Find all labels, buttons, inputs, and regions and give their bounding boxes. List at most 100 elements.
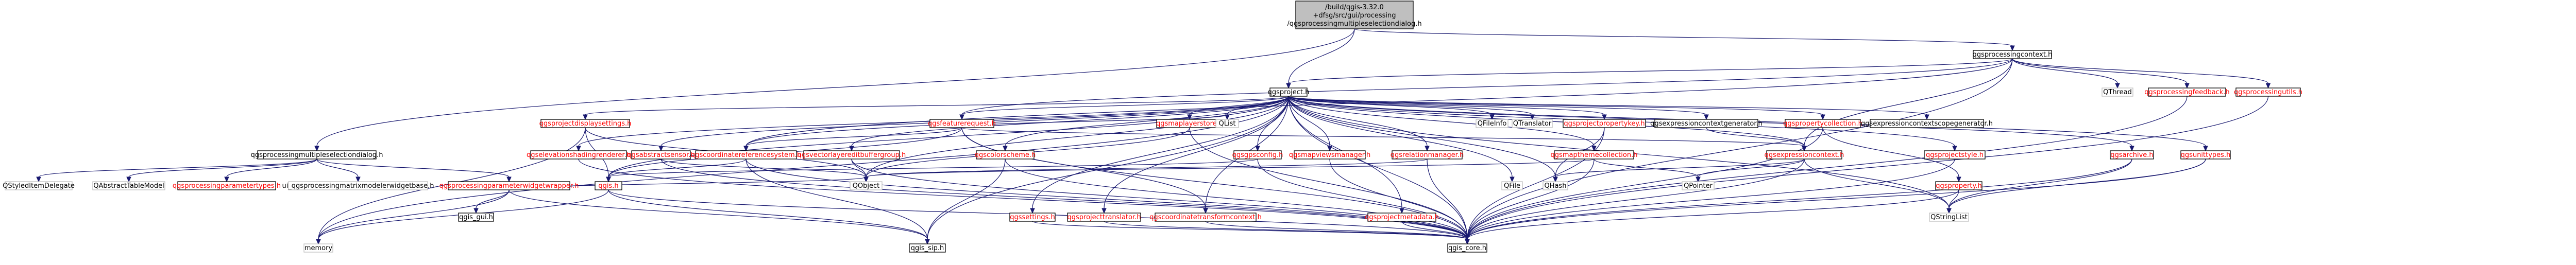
node-qobject[interactable]: QObject	[850, 181, 883, 190]
node-qhash[interactable]: QHash	[1543, 181, 1568, 190]
node-qgselevationshadingrenderer-h[interactable]: qgselevationshadingrenderer.h	[527, 150, 631, 160]
node-memory[interactable]: memory	[303, 243, 333, 253]
edge-qgsproject_h-to-qgsexpressioncontextscopegenerator_h	[1288, 96, 1927, 115]
node-box	[1870, 119, 1984, 128]
node-label: qgsprocessingmultipleselectiondialog.h	[251, 151, 383, 159]
edge-arrowhead	[2115, 83, 2120, 89]
node-qfile[interactable]: QFile	[1501, 181, 1523, 190]
node-qgsgpsconfig-h[interactable]: qgsgpsconfig.h	[1232, 150, 1283, 160]
edge-qgsprocessingfeedback_h-to-qgis_core_h	[1467, 96, 2188, 240]
node-label: qgscolorscheme.h	[975, 151, 1036, 159]
node-box	[1563, 119, 1646, 128]
node-ui-qgsprocessingmatrixmodelerwidgetbase[interactable]: ui_qgsprocessingmatrixmodelerwidgetbase.…	[282, 181, 434, 190]
node-qgsproperty-h[interactable]: qgsproperty.h	[1935, 181, 1982, 190]
edge-arrowhead	[473, 208, 479, 214]
node-label: qgsprocessingparametertypes.h	[173, 182, 281, 190]
edge-qgsprocessingmultipleselectiondialog-to-qstyleditemdelegate	[38, 158, 317, 178]
edge-qgsgpsconfig_h-to-qgis_core_h	[1257, 158, 1468, 240]
node-qgis-sip-h[interactable]: qgis_sip.h	[909, 243, 946, 253]
edge-qgsproperty_h-to-qstringlist	[1948, 189, 1959, 209]
node-qgsunittypes-h[interactable]: qgsunittypes.h	[2180, 150, 2231, 160]
edge-qgsproject_h-to-qgsprojectdisplaysettings_h	[585, 96, 1289, 115]
edge-arrowhead	[355, 176, 361, 183]
graph-edges	[36, 28, 2271, 245]
node-qgsvectorlayereditbuffergroup-h[interactable]: qgsvectorlayereditbuffergroup.h	[798, 150, 906, 160]
node-qgsprojectmetadata-h[interactable]: qgsprojectmetadata.h	[1365, 213, 1439, 222]
node-qgsmapthemecollection-h[interactable]: qgsmapthemecollection.h	[1551, 150, 1638, 160]
node-box	[1935, 181, 1982, 190]
node-qgsfeaturerequest-h[interactable]: qgsfeaturerequest.h	[928, 119, 996, 128]
node-qgscoordinatetransformcontext-h[interactable]: qgscoordinatetransformcontext.h	[1149, 213, 1262, 222]
node-qgssettings-h[interactable]: qgssettings.h	[1009, 213, 1056, 222]
node-qpointer[interactable]: QPointer	[1682, 181, 1715, 190]
node-qgsprocessingfeedback-h[interactable]: qgsprocessingfeedback.h	[2144, 87, 2230, 97]
node-qgsprocessingparameterwidgetwrapper[interactable]: qgsprocessingparameterwidgetwrapper.h	[439, 181, 579, 190]
node-label: qgis_gui.h	[459, 214, 493, 221]
node-qthread[interactable]: QThread	[2102, 87, 2133, 97]
node-qgsmapviewsmanager-h[interactable]: qgsmapviewsmanager.h	[1289, 150, 1370, 160]
node-box	[303, 243, 333, 253]
node-qstringlist[interactable]: QStringList	[1929, 213, 1969, 222]
node-label: QObject	[853, 182, 880, 190]
node-label: qgsprocessingfeedback.h	[2144, 89, 2229, 96]
node-label: qgsmapthemecollection.h	[1551, 151, 1638, 159]
node-qgsprojectdisplaysettings-h[interactable]: qgsprojectdisplaysettings.h	[539, 119, 632, 128]
node-qgsexpressioncontextscopegenerator-h[interactable]: qgsexpressioncontextscopegenerator.h	[1861, 119, 1993, 128]
node-qgsprocessingparametertypes[interactable]: qgsprocessingparametertypes.h	[173, 181, 281, 190]
node-qgscoordinatereferencesystem-h[interactable]: qgscoordinatereferencesystem.h	[691, 150, 801, 160]
node-qgsexpressioncontext-h[interactable]: qgsexpressioncontext.h	[1765, 150, 1844, 160]
node-qgsmaplayerstore-h[interactable]: qgsmaplayerstore.h	[1156, 119, 1223, 128]
graph-nodes: /build/qgis-3.32.0+dfsg/src/gui/processi…	[3, 1, 2302, 253]
node-qgsarchive-h[interactable]: qgsarchive.h	[2110, 150, 2154, 160]
edge-qgsprocessingcontext_h-to-qthread	[2012, 58, 2118, 84]
edge-arrowhead	[1465, 239, 1470, 245]
node-qgscolorscheme-h[interactable]: qgscolorscheme.h	[975, 150, 1036, 160]
node-qgis-gui-h[interactable]: qgis_gui.h	[458, 213, 494, 222]
node-qabstracttablemodel[interactable]: QAbstractTableModel	[92, 181, 165, 190]
node-label: qgsabstractsensor.h	[627, 151, 694, 159]
node-box	[929, 119, 994, 128]
edge-qgsmapthemecollection_h-to-qgis_core_h	[1467, 158, 1595, 240]
edge-qgsproject_h-to-qgis_core_h	[1288, 96, 1468, 240]
node-qlist[interactable]: QList	[1215, 119, 1239, 128]
node-qfileinfo[interactable]: QFileInfo	[1476, 119, 1509, 128]
edge-qgsproject_h-to-qgis_h	[608, 96, 1289, 178]
edge-arrowhead	[1101, 208, 1107, 214]
node-qgsprojecttranslator-h[interactable]: qgsprojecttranslator.h	[1067, 213, 1141, 222]
node-qstyleditemdelegate[interactable]: QStyledItemDelegate	[3, 181, 75, 190]
node-box	[2235, 87, 2301, 97]
node-box	[5, 181, 73, 190]
node-qgsabstractsensor-h[interactable]: qgsabstractsensor.h	[627, 150, 695, 160]
node-label: qgis_core.h	[1448, 244, 1486, 252]
node-box	[1476, 119, 1509, 128]
node-qgis-h[interactable]: qgis.h	[595, 181, 622, 190]
node-qgsprocessingcontext-h[interactable]: qgsprocessingcontext.h	[1973, 50, 2053, 59]
edge-arrowhead	[1820, 114, 1825, 120]
node-qgsprocessingmultipleselectiondialog[interactable]: qgsprocessingmultipleselectiondialog.h	[251, 150, 383, 160]
edge-arrowhead	[314, 146, 319, 152]
node-qgsrelationmanager-h[interactable]: qgsrelationmanager.h	[1391, 150, 1464, 160]
node-qgspropertycollection-h[interactable]: qgspropertycollection.h	[1783, 119, 1862, 128]
node-qtranslator[interactable]: QTranslator	[1512, 119, 1553, 128]
node-box	[1973, 50, 2052, 59]
node-qgsproject-h[interactable]: qgsproject.h	[1268, 87, 1310, 97]
edge-qgsprocessingparameterwidgetwrapper-to-qgis_sip_h	[509, 189, 928, 240]
node-box	[1295, 1, 1414, 29]
node-label: qgsgpsconfig.h	[1232, 151, 1283, 159]
node-label: QThread	[2103, 89, 2132, 96]
node-root[interactable]: /build/qgis-3.32.0+dfsg/src/gui/processi…	[1287, 1, 1422, 29]
node-qgsprojectstyle-h[interactable]: qgsprojectstyle.h	[1924, 150, 1986, 160]
edge-qgsprocessingutils_h-to-qgis_core_h	[1467, 96, 2269, 240]
edge-arrowhead	[583, 114, 588, 120]
edge-qgsrelationmanager_h-to-qgis_core_h	[1427, 158, 1468, 240]
edge-qgsproject_h-to-qfileinfo	[1288, 96, 1493, 115]
node-qgis-core-h[interactable]: qgis_core.h	[1447, 243, 1487, 253]
node-qgsprocessingutils-h[interactable]: qgsprocessingutils.h	[2234, 87, 2302, 97]
edge-qgsunittypes_h-to-qstringlist	[1948, 158, 2206, 209]
node-qgsprojectpropertykey-h[interactable]: qgsprojectpropertykey.h	[1563, 119, 1646, 128]
node-box	[909, 243, 946, 253]
edge-qgsproject_h-to-qgssettings_h	[1032, 96, 1289, 209]
node-label: qgselevationshadingrenderer.h	[527, 151, 631, 159]
edge-arrowhead	[1952, 146, 1957, 152]
node-qgsexpressioncontextgenerator-h[interactable]: qgsexpressioncontextgenerator.h	[1650, 119, 1762, 128]
